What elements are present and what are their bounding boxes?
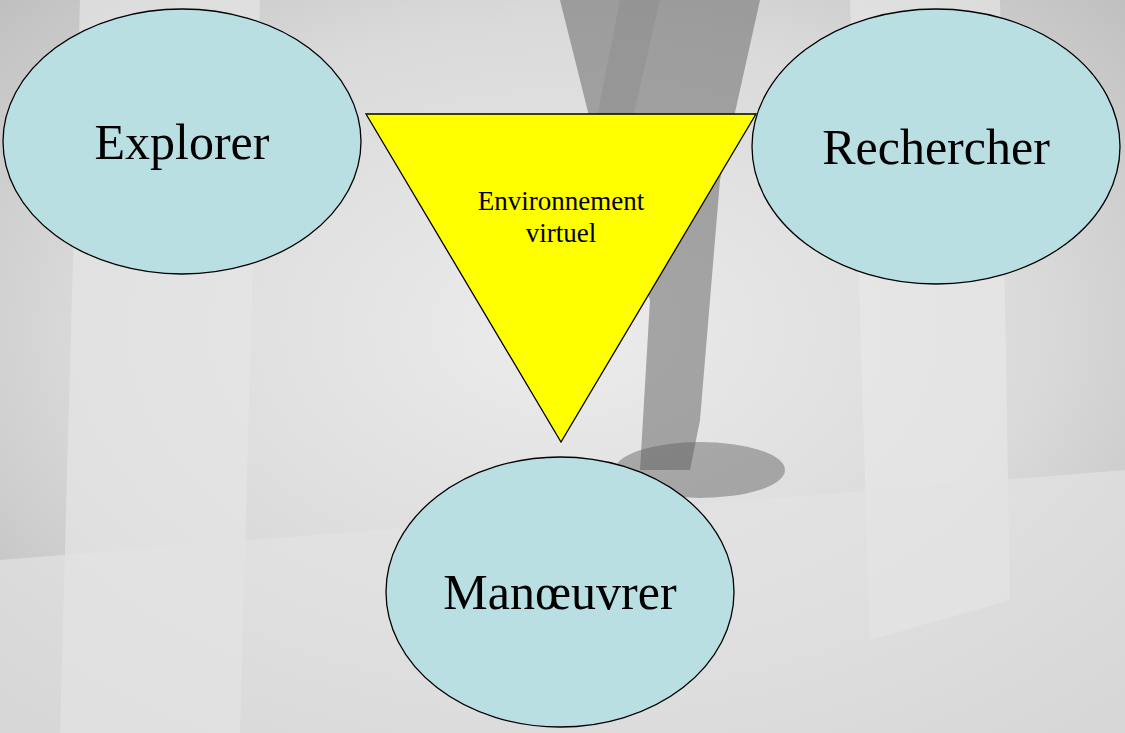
ellipse-shape — [752, 9, 1120, 284]
task-ellipse: Rechercher — [751, 8, 1121, 285]
task-label: Rechercher — [822, 117, 1050, 177]
task-ellipse: Manœuvrer — [385, 456, 735, 728]
ellipse-shape — [3, 9, 361, 274]
environment-label: Environnement virtuel — [449, 185, 674, 250]
task-label: Explorer — [95, 112, 270, 172]
environment-triangle: Environnement virtuel — [365, 113, 757, 443]
ellipse-shape — [386, 457, 734, 727]
triangle-shape — [366, 114, 756, 442]
task-ellipse: Explorer — [2, 8, 362, 275]
task-label: Manœuvrer — [443, 562, 676, 622]
triangle-outline — [365, 113, 757, 443]
